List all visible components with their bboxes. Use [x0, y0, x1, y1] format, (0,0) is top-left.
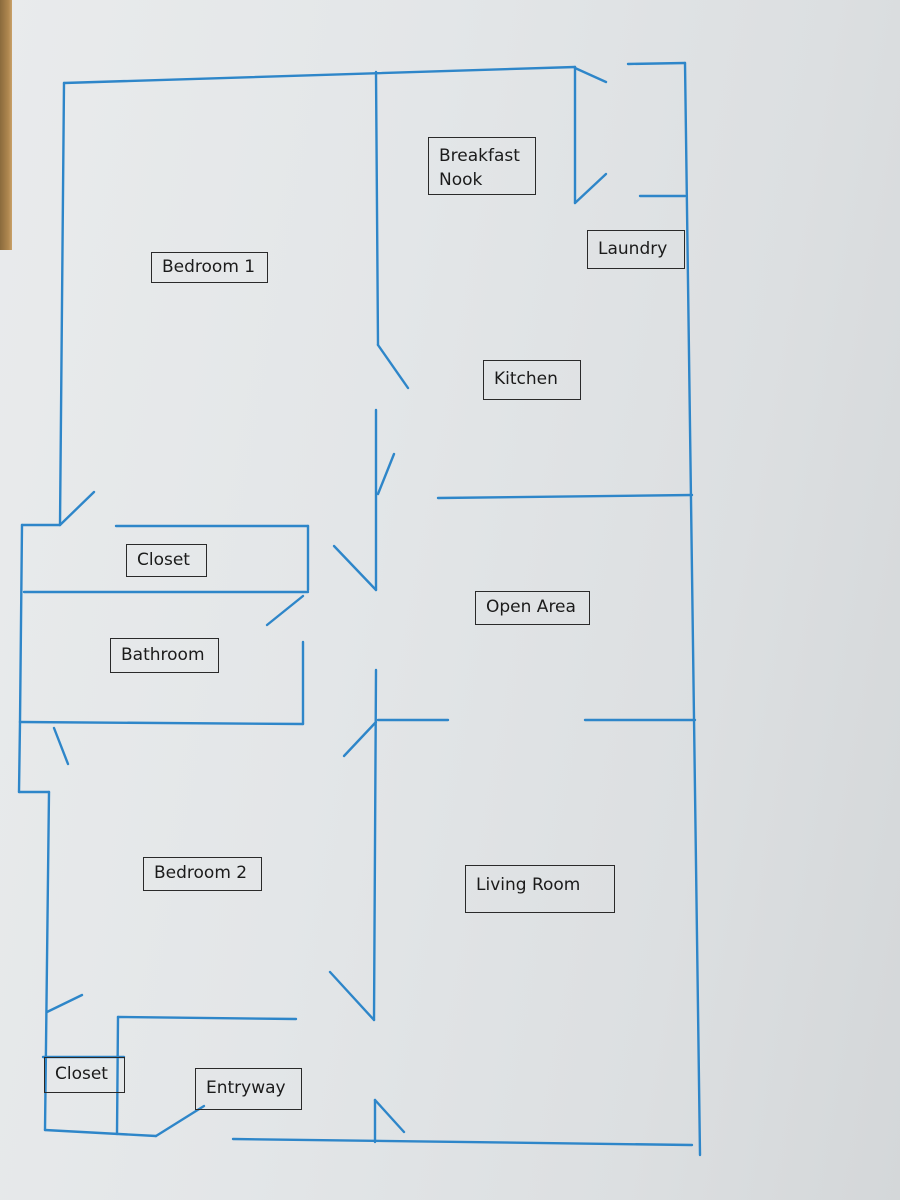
- table-edge: [0, 0, 12, 250]
- breakfast-nook-label: Breakfast Nook: [428, 137, 536, 195]
- living-room-label: Living Room: [465, 865, 615, 913]
- bedroom-2-label: Bedroom 2: [143, 857, 262, 891]
- kitchen-label: Kitchen: [483, 360, 581, 400]
- bathroom-label: Bathroom: [110, 638, 219, 673]
- outer-walls: [17, 61, 702, 1157]
- entryway-label: Entryway: [195, 1068, 302, 1110]
- closet-lower-label: Closet: [44, 1057, 125, 1093]
- bedroom-1-label: Bedroom 1: [151, 252, 268, 283]
- laundry-label: Laundry: [587, 230, 685, 269]
- interior-walls: [18, 65, 697, 1144]
- door-swings: [45, 66, 608, 1138]
- closet-upper-label: Closet: [126, 544, 207, 577]
- open-area-label: Open Area: [475, 591, 590, 625]
